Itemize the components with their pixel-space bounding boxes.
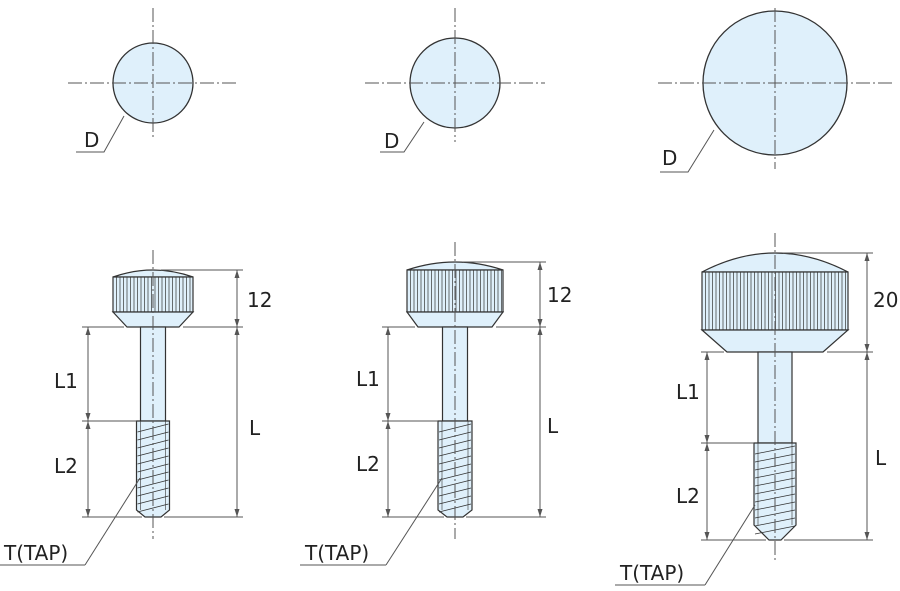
l1-dimension-arrow-top bbox=[385, 327, 391, 335]
length-dimension-arrow-top bbox=[234, 327, 240, 335]
diameter-leader bbox=[660, 129, 715, 173]
diameter-label: D bbox=[84, 128, 99, 152]
thread-line bbox=[438, 495, 472, 505]
length-label: L bbox=[875, 446, 887, 470]
l2-dimension-arrow-top bbox=[385, 421, 391, 429]
diameter-leader bbox=[380, 121, 425, 153]
head-height-label: 12 bbox=[247, 288, 272, 312]
head-height-dimension-arrow-top bbox=[537, 262, 543, 270]
l1-dimension-arrow-bottom bbox=[704, 435, 710, 443]
thread-line bbox=[137, 463, 169, 473]
tap-label: T(TAP) bbox=[304, 541, 369, 565]
length-dimension-arrow-bottom bbox=[864, 532, 870, 540]
l1-dimension-arrow-top bbox=[85, 327, 91, 335]
length-label: L bbox=[249, 416, 261, 440]
top-view: D bbox=[68, 8, 238, 153]
diameter-leader bbox=[76, 115, 125, 153]
head-height-dimension-arrow-bottom bbox=[537, 319, 543, 327]
tap-leader-line bbox=[84, 477, 141, 566]
tap-label: T(TAP) bbox=[619, 561, 684, 585]
tap-leader-line bbox=[704, 504, 756, 586]
length-dimension-arrow-bottom bbox=[537, 509, 543, 517]
l1-dimension-arrow-top bbox=[704, 352, 710, 360]
tap-label: T(TAP) bbox=[3, 541, 68, 565]
length-dimension-arrow-top bbox=[864, 352, 870, 360]
l2-dimension-arrow-top bbox=[704, 443, 710, 451]
thread-line bbox=[137, 503, 169, 513]
l2-label: L2 bbox=[676, 484, 700, 508]
l1-label: L1 bbox=[676, 380, 700, 404]
thread-line bbox=[438, 455, 472, 465]
head-height-dimension-arrow-bottom bbox=[864, 344, 870, 352]
l2-label: L2 bbox=[54, 454, 78, 478]
l1-label: L1 bbox=[54, 369, 78, 393]
l1-label: L1 bbox=[356, 367, 380, 391]
length-dimension-arrow-top bbox=[537, 327, 543, 335]
thread-line bbox=[754, 485, 796, 495]
threaded-section bbox=[135, 420, 171, 518]
length-dimension-arrow-bottom bbox=[234, 509, 240, 517]
top-view: D bbox=[658, 8, 892, 173]
head-height-label: 20 bbox=[873, 288, 898, 312]
l1-dimension-arrow-bottom bbox=[85, 413, 91, 421]
head-chamfer bbox=[700, 329, 850, 353]
head-height-dimension-arrow-top bbox=[234, 270, 240, 278]
tap-leader-line bbox=[385, 477, 443, 566]
thread-line bbox=[754, 469, 796, 479]
diameter-label: D bbox=[384, 129, 399, 153]
head-height-dimension-arrow-bottom bbox=[234, 319, 240, 327]
l1-dimension-arrow-bottom bbox=[385, 413, 391, 421]
top-view: D bbox=[365, 8, 545, 153]
length-label: L bbox=[547, 414, 559, 438]
head-height-dimension-arrow-top bbox=[864, 253, 870, 261]
l2-dimension-arrow-bottom bbox=[385, 509, 391, 517]
head-height-label: 12 bbox=[547, 283, 572, 307]
l2-dimension-arrow-bottom bbox=[704, 532, 710, 540]
l2-label: L2 bbox=[356, 452, 380, 476]
diameter-label: D bbox=[662, 146, 677, 170]
l2-dimension-arrow-bottom bbox=[85, 509, 91, 517]
l2-dimension-arrow-top bbox=[85, 421, 91, 429]
